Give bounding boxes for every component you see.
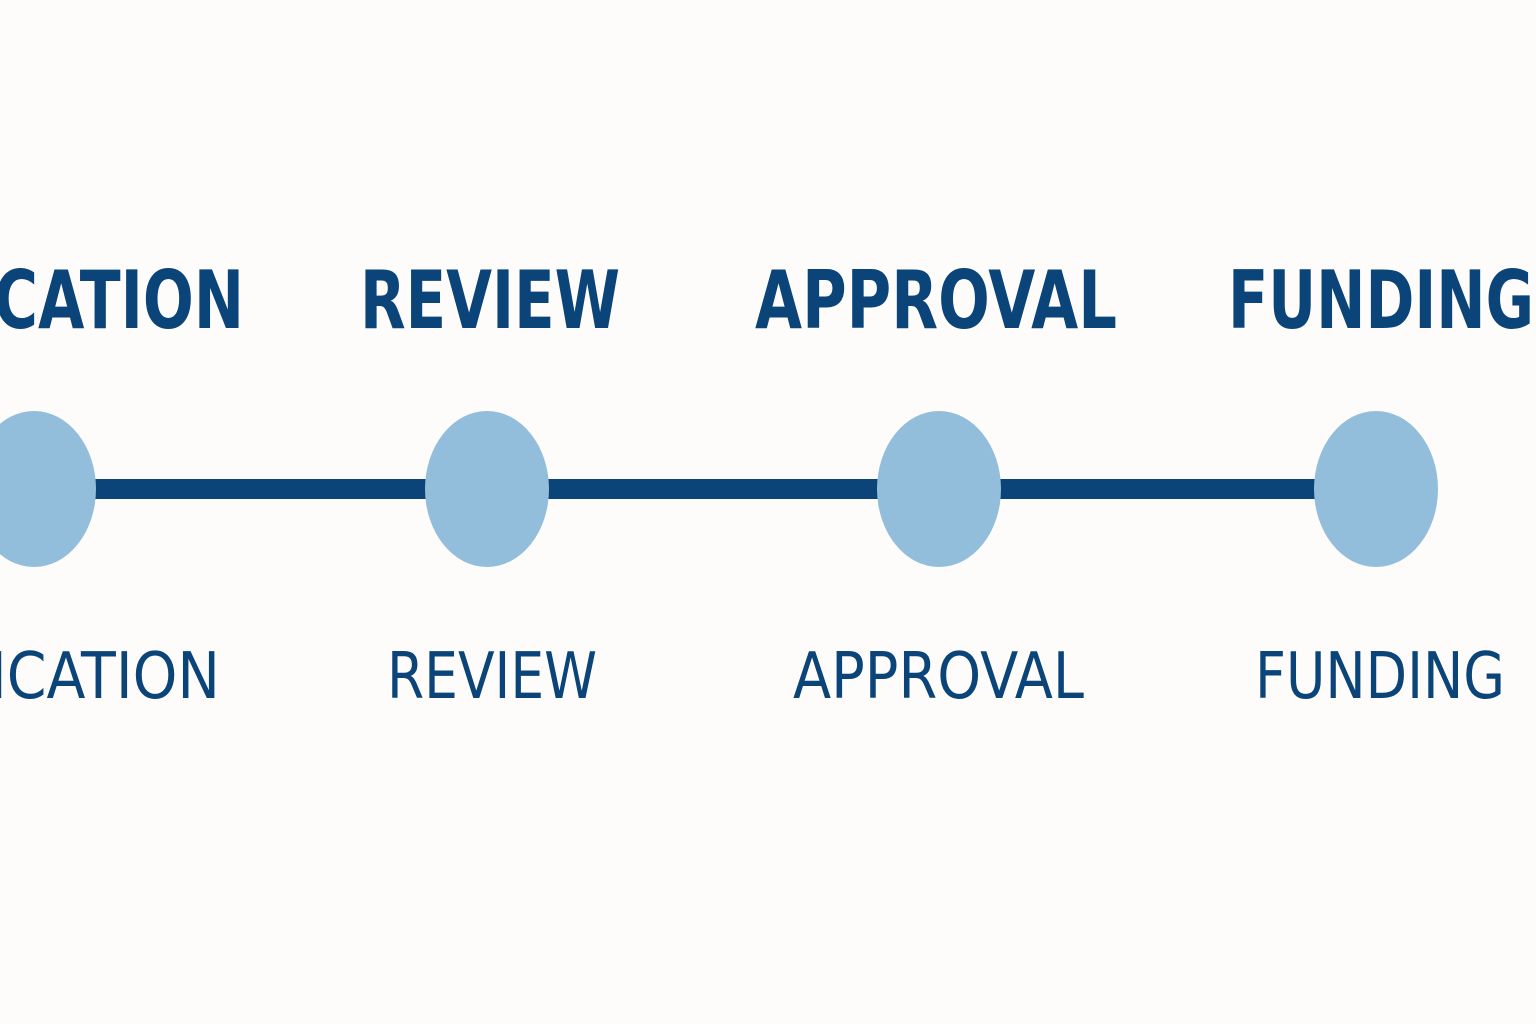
step-2-top-label: REVIEW bbox=[360, 254, 620, 347]
step-4-top-label: FUNDING bbox=[1228, 254, 1534, 347]
step-1-bottom-label: ICATION bbox=[0, 640, 220, 714]
connector-line-3-4 bbox=[998, 479, 1318, 499]
connector-line-2-3 bbox=[545, 479, 880, 499]
step-node-3 bbox=[877, 411, 1001, 567]
connector-line-1-2 bbox=[90, 479, 430, 499]
step-3-bottom-label: APPROVAL bbox=[793, 640, 1084, 714]
step-node-2 bbox=[425, 411, 549, 567]
step-3-top-label: APPROVAL bbox=[755, 254, 1117, 347]
step-2-bottom-label: REVIEW bbox=[387, 640, 597, 714]
step-node-1 bbox=[0, 411, 96, 567]
step-1-top-label: CATION bbox=[0, 254, 244, 347]
step-4-bottom-label: FUNDING bbox=[1255, 640, 1505, 714]
step-node-4 bbox=[1314, 411, 1438, 567]
